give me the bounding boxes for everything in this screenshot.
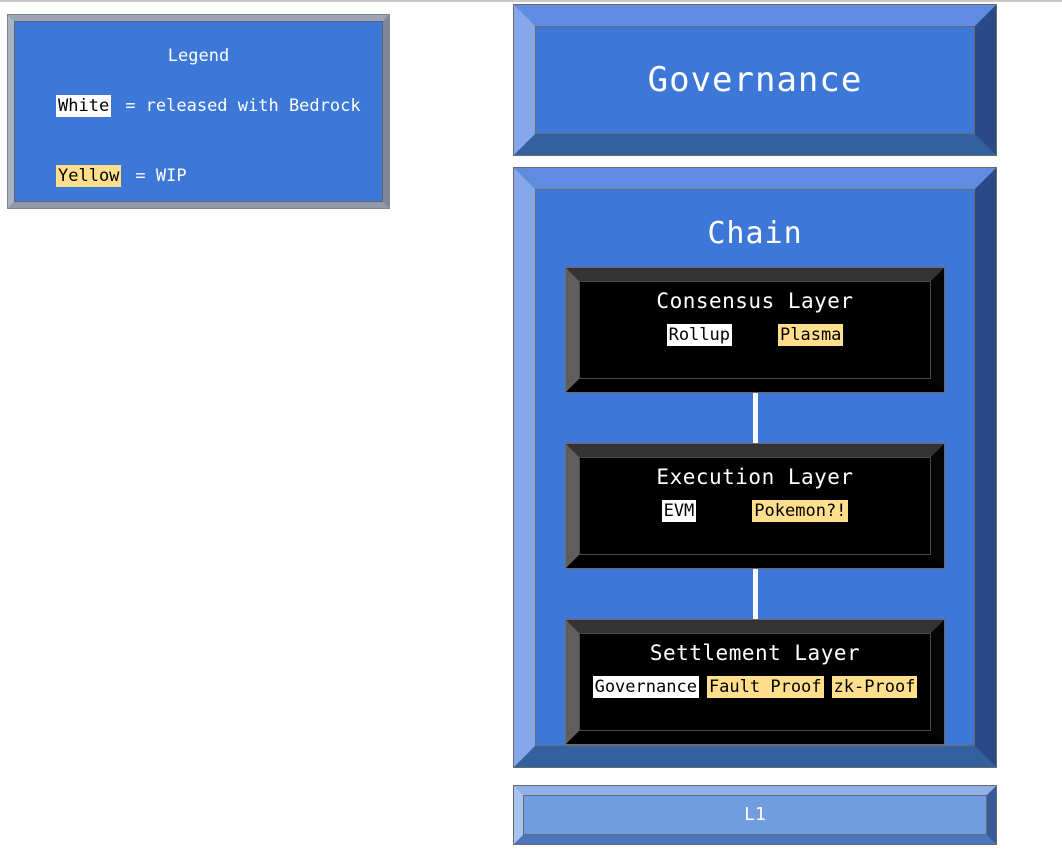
legend-chip-yellow: Yellow bbox=[56, 165, 122, 187]
consensus-layer-chips: Rollup Plasma bbox=[666, 324, 844, 346]
execution-layer-content: Execution Layer EVM Pokemon?! bbox=[579, 457, 931, 555]
governance-title: Governance bbox=[647, 60, 863, 100]
chip-rollup: Rollup bbox=[666, 324, 732, 346]
chain-content: Chain Consensus Layer Rollup Plasma Ex bbox=[535, 189, 975, 746]
legend-meaning-yellow: = WIP bbox=[135, 166, 187, 186]
legend-chip-white: White bbox=[56, 95, 112, 117]
legend-row-yellow: Yellow = WIP bbox=[14, 165, 383, 187]
chain-layer-stack: Consensus Layer Rollup Plasma Execution … bbox=[535, 267, 975, 745]
settlement-layer-title: Settlement Layer bbox=[649, 641, 861, 665]
settlement-layer-chips: Governance Fault Proof zk-Proof bbox=[592, 676, 918, 698]
chip-evm: EVM bbox=[661, 500, 697, 522]
consensus-layer-inner-border bbox=[579, 281, 931, 379]
chip-zk-proof: zk-Proof bbox=[831, 676, 918, 698]
chip-governance: Governance bbox=[592, 676, 699, 698]
page-top-hairline bbox=[0, 0, 1062, 2]
chain-panel: Chain Consensus Layer Rollup Plasma Ex bbox=[513, 167, 997, 768]
consensus-layer-title: Consensus Layer bbox=[656, 289, 854, 313]
chain-title: Chain bbox=[707, 216, 803, 251]
legend-meaning-white: = released with Bedrock bbox=[125, 96, 361, 116]
connector-consensus-execution bbox=[752, 393, 758, 443]
chip-fault-proof: Fault Proof bbox=[706, 676, 824, 698]
connector-execution-settlement bbox=[752, 569, 758, 619]
l1-panel-inner-border bbox=[523, 795, 987, 835]
legend-content: Legend White = released with Bedrock Yel… bbox=[14, 21, 383, 202]
l1-panel: L1 bbox=[513, 785, 997, 845]
legend-body: Legend White = released with Bedrock Yel… bbox=[14, 21, 383, 187]
governance-panel: Governance bbox=[513, 4, 997, 156]
consensus-layer-content: Consensus Layer Rollup Plasma bbox=[579, 281, 931, 379]
legend-panel: Legend White = released with Bedrock Yel… bbox=[7, 14, 390, 209]
chip-plasma: Plasma bbox=[778, 324, 844, 346]
consensus-layer-box: Consensus Layer Rollup Plasma bbox=[565, 267, 945, 393]
governance-panel-inner-border bbox=[535, 26, 975, 134]
execution-layer-title: Execution Layer bbox=[656, 465, 854, 489]
settlement-layer-box: Settlement Layer Governance Fault Proof … bbox=[565, 619, 945, 745]
l1-content: L1 bbox=[523, 795, 987, 835]
execution-layer-box: Execution Layer EVM Pokemon?! bbox=[565, 443, 945, 569]
legend-row-white: White = released with Bedrock bbox=[14, 95, 383, 117]
execution-layer-chips: EVM Pokemon?! bbox=[661, 500, 849, 522]
governance-content: Governance bbox=[535, 26, 975, 134]
settlement-layer-content: Settlement Layer Governance Fault Proof … bbox=[579, 633, 931, 731]
legend-title: Legend bbox=[167, 46, 230, 66]
l1-title: L1 bbox=[744, 804, 766, 825]
chip-pokemon: Pokemon?! bbox=[752, 500, 849, 522]
